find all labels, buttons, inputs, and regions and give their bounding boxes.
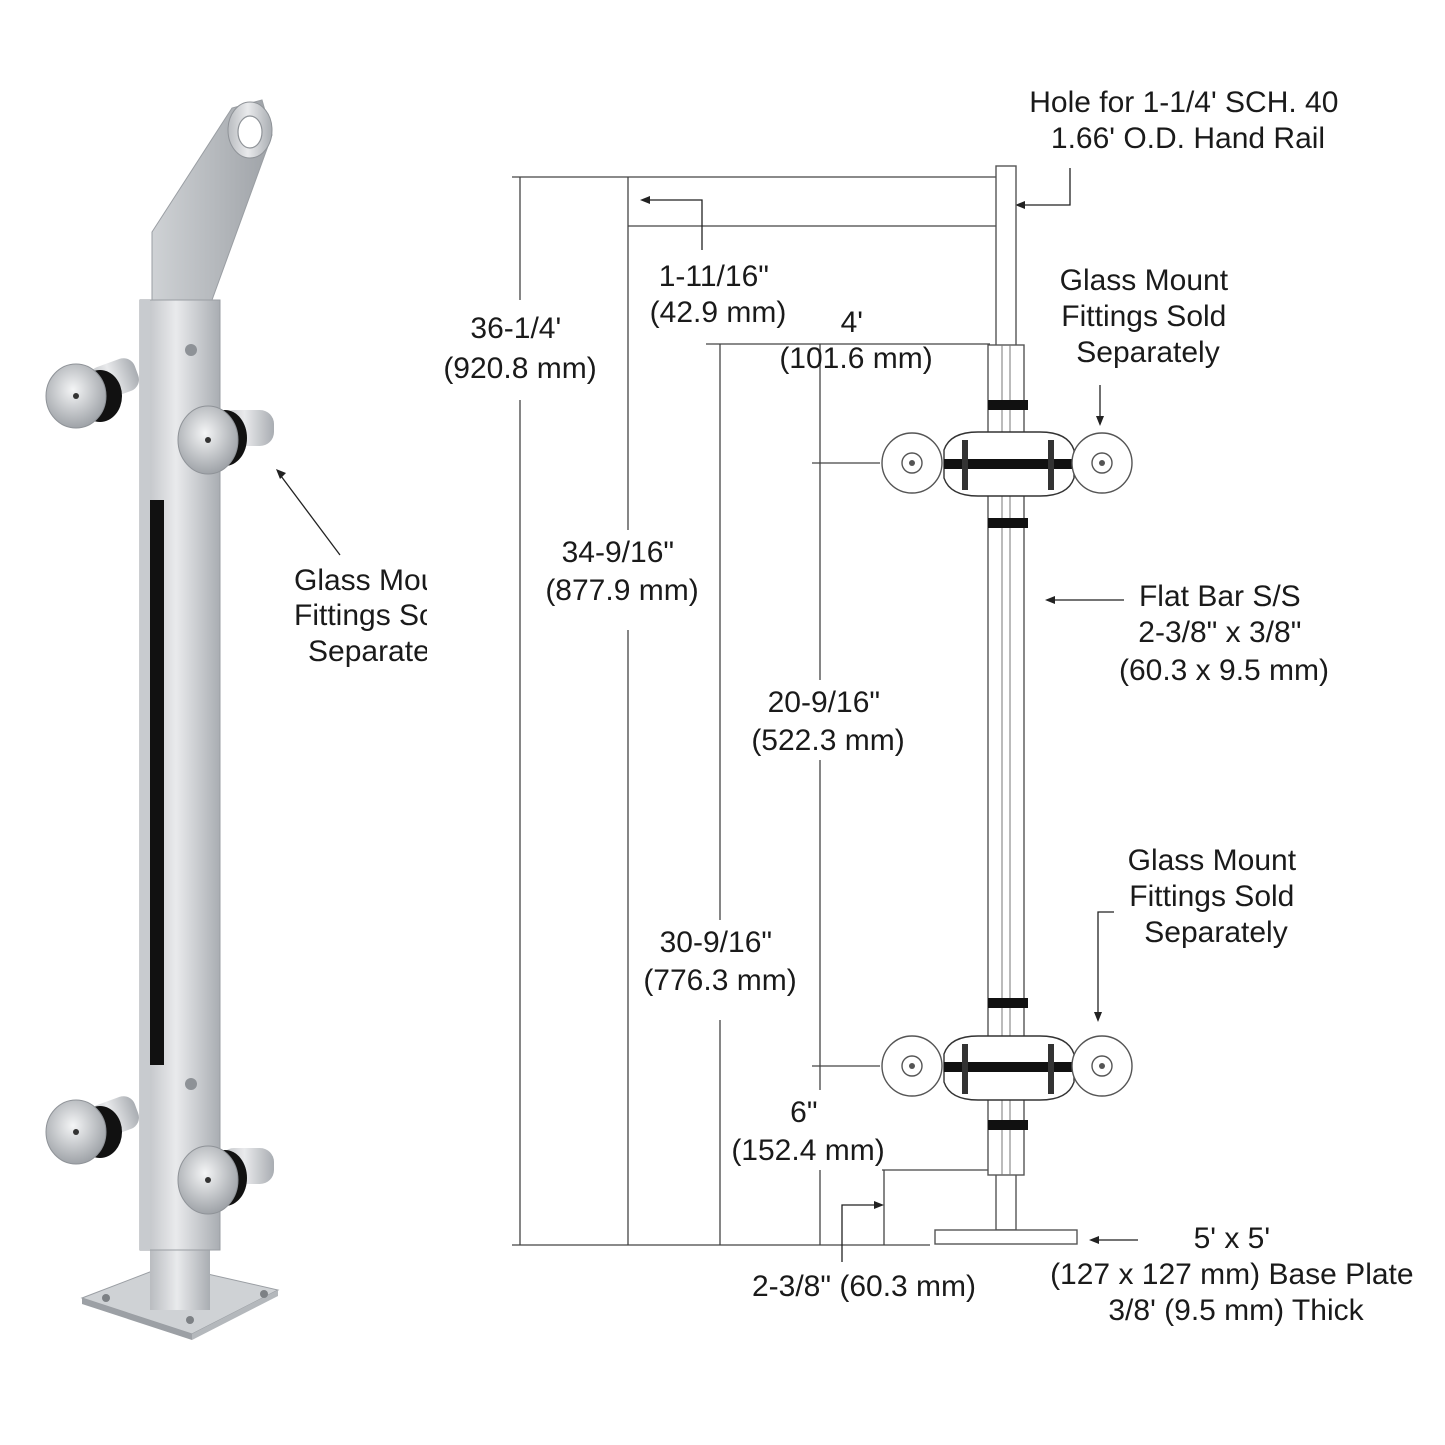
fittings-lower-label: Glass Mount Fittings Sold Separately xyxy=(1128,844,1305,949)
base-plate-elevation xyxy=(934,1229,1078,1245)
glass-fitting-render xyxy=(45,1096,139,1165)
arrow-head-icon xyxy=(276,469,286,479)
plate-offset-label: 2-3/8" (60.3 mm) xyxy=(752,1270,976,1303)
bottom-dim-label: 30-9/16" (776.3 mm) xyxy=(643,926,796,997)
screw-icon xyxy=(185,344,197,356)
glass-fitting-render xyxy=(177,1145,274,1215)
glass-fitting-render xyxy=(177,405,274,475)
post-render: Glass Mou Fittings So Separate xyxy=(45,99,446,1340)
photo-note-text: Glass Mou Fittings So Separate xyxy=(294,564,446,668)
fitting-spacing-label: 20-9/16" (522.3 mm) xyxy=(751,686,904,757)
handrail-hole-label: Hole for 1-1/4' SCH. 40 1.66' O.D. Hand … xyxy=(1029,86,1347,155)
bottom-fitting-offset-label: 6" (152.4 mm) xyxy=(731,1096,884,1167)
post-height-label: 34-9/16" (877.9 mm) xyxy=(545,536,698,607)
overall-height-label: 36-1/4' (920.8 mm) xyxy=(443,312,596,385)
glass-fitting-render xyxy=(45,358,139,429)
top-fitting-offset-label: 4' (101.6 mm) xyxy=(779,306,932,375)
post-stub xyxy=(150,1250,210,1310)
crop-mask xyxy=(427,555,447,675)
glass-fitting-elevation-lower xyxy=(881,998,1133,1130)
base-plate-label: 5' x 5' (127 x 127 mm) Base Plate 3/8' (… xyxy=(1050,1222,1422,1327)
glass-slot xyxy=(150,500,164,1065)
glass-fitting-elevation-upper xyxy=(881,400,1133,528)
handrail-bracket-render xyxy=(151,99,273,301)
top-offset-label: 1-11/16" (42.9 mm) xyxy=(650,260,787,329)
fittings-upper-label: Glass Mount Fittings Sold Separately xyxy=(1060,264,1237,369)
flat-bar-label: Flat Bar S/S 2-3/8" x 3/8" (60.3 x 9.5 m… xyxy=(1119,580,1329,687)
callout-leader xyxy=(277,471,341,556)
technical-drawing: Hole for 1-1/4' SCH. 40 1.66' O.D. Hand … xyxy=(443,86,1422,1327)
screw-icon xyxy=(185,1078,197,1090)
